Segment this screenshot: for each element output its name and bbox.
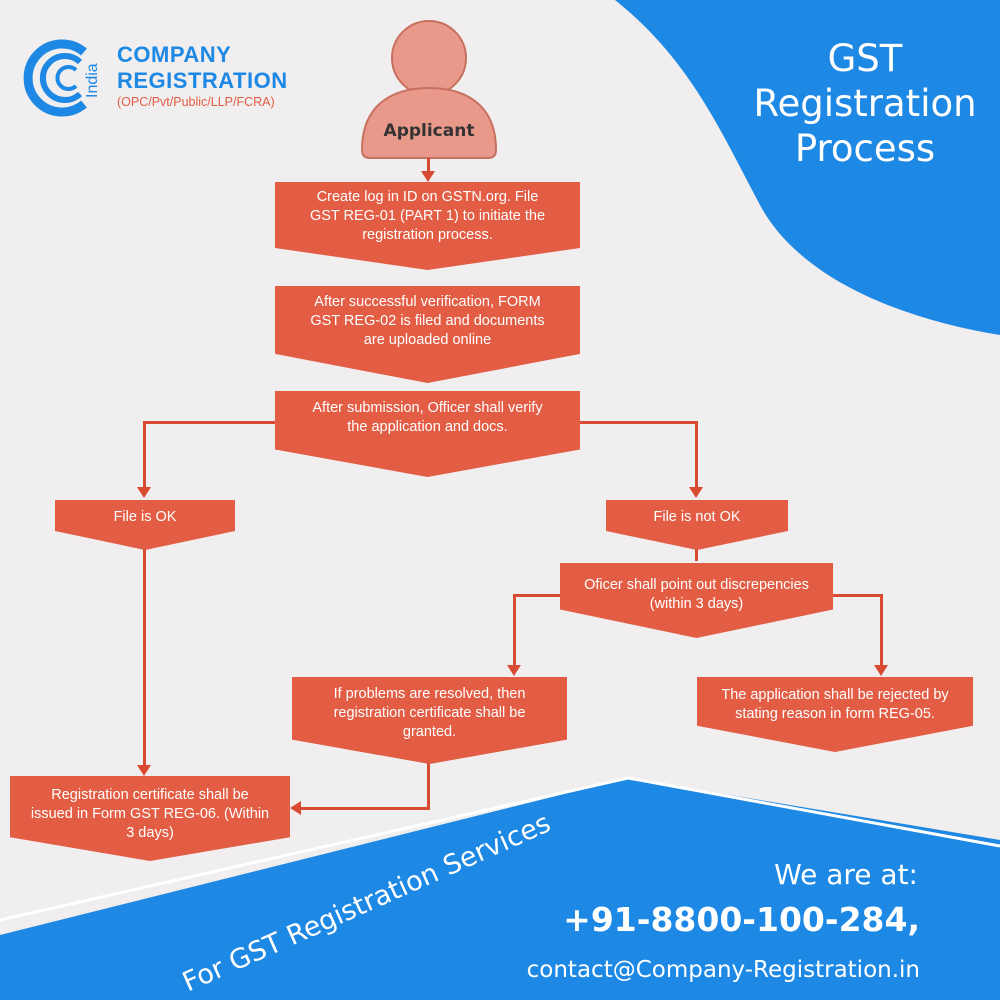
- issued-line-2: issued in Form GST REG-06. (Within: [30, 806, 270, 822]
- connector-step3-left-h: [143, 421, 275, 424]
- footer-email[interactable]: contact@Company-Registration.in: [526, 957, 920, 983]
- step-1-box: [275, 182, 580, 270]
- step-1-line-1: Create log in ID on GSTN.org. File: [316, 189, 539, 205]
- discrepancies-text: Oficer shall point out discrepencies (wi…: [565, 576, 828, 614]
- connector-applicant-step1: [427, 158, 430, 173]
- footer-phone-comma: ,: [907, 900, 920, 939]
- applicant-label: Applicant: [383, 121, 475, 141]
- connector-disc-left-v: [513, 594, 516, 667]
- connector-resolved-down: [427, 763, 430, 810]
- connector-step3-right-v: [695, 421, 698, 489]
- issued-text: Registration certificate shall be issued…: [15, 786, 285, 843]
- page-title: GST Registration Process: [735, 36, 995, 171]
- logo-subtitle-text: (OPC/Pvt/Public/LLP/FCRA): [117, 95, 275, 109]
- logo-c-icon: [23, 39, 87, 117]
- step-3-line-1: After submission, Officer shall verify: [312, 400, 543, 416]
- rejected-text: The application shall be rejected by sta…: [702, 686, 968, 724]
- connector-ok-issued: [143, 549, 146, 767]
- applicant-person-icon: [360, 20, 498, 159]
- step-1-line-2: GST REG-01 (PART 1) to initiate the: [309, 208, 546, 224]
- step-1-line-3: registration process.: [362, 227, 493, 243]
- step-3-line-2: the application and docs.: [347, 419, 508, 435]
- logo-company-text: COMPANY: [117, 42, 232, 67]
- connector-step3-left-head: [137, 487, 151, 498]
- connector-step3-right-h: [580, 421, 698, 424]
- logo-india-text: India: [84, 63, 101, 98]
- file-not-ok-text: File is not OK: [653, 509, 741, 525]
- title-line-2: Registration: [753, 82, 977, 125]
- connector-disc-left-head: [507, 665, 521, 676]
- footer-white-divider: [0, 776, 1000, 922]
- resolved-text: If problems are resolved, then registrat…: [297, 685, 562, 742]
- step-1-text: Create log in ID on GSTN.org. File GST R…: [285, 188, 570, 245]
- footer-blue-band: [0, 778, 1000, 1000]
- discrepancies-line-1: Oficer shall point out discrepencies: [584, 577, 809, 593]
- step-2-line-3: are uploaded online: [363, 332, 492, 348]
- title-blue-shape: [615, 0, 1000, 335]
- step-2-text: After successful verification, FORM GST …: [285, 293, 570, 350]
- rejected-line-2: stating reason in form REG-05.: [735, 706, 935, 722]
- logo[interactable]: India COMPANY REGISTRATION (OPC/Pvt/Publ…: [22, 38, 322, 118]
- discrepancies-line-2: (within 3 days): [649, 596, 744, 612]
- title-line-3: Process: [794, 127, 936, 170]
- footer-phone[interactable]: +91-8800-100-284: [563, 900, 908, 939]
- issued-line-3: 3 days): [126, 825, 174, 841]
- connector-notok-disc: [695, 549, 698, 561]
- connector-disc-right-head: [874, 665, 888, 676]
- connector-applicant-step1-head: [421, 171, 435, 182]
- connector-disc-right-h: [833, 594, 883, 597]
- issued-line-1: Registration certificate shall be: [51, 787, 249, 803]
- connector-resolved-left: [300, 807, 430, 810]
- step-3-text: After submission, Officer shall verify t…: [285, 399, 570, 437]
- footer-phone-row: +91-8800-100-284,: [520, 900, 920, 939]
- resolved-line-1: If problems are resolved, then: [333, 686, 526, 702]
- resolved-line-2: registration certificate shall be: [333, 705, 526, 721]
- connector-step3-left-v: [143, 421, 146, 489]
- title-line-1: GST: [827, 37, 903, 80]
- connector-ok-issued-head: [137, 765, 151, 776]
- resolved-line-3: granted.: [402, 724, 457, 740]
- logo-registration-text: REGISTRATION: [117, 68, 288, 93]
- file-ok-text: File is OK: [113, 509, 177, 525]
- step-2-line-1: After successful verification, FORM: [314, 294, 541, 310]
- connector-disc-left-h: [513, 594, 560, 597]
- step-2-line-2: GST REG-02 is filed and documents: [310, 313, 545, 329]
- connector-resolved-left-head: [290, 801, 301, 815]
- footer-we-are-at: We are at:: [774, 858, 918, 891]
- connector-step3-right-head: [689, 487, 703, 498]
- connector-disc-right-v: [880, 594, 883, 667]
- rejected-line-1: The application shall be rejected by: [721, 687, 949, 703]
